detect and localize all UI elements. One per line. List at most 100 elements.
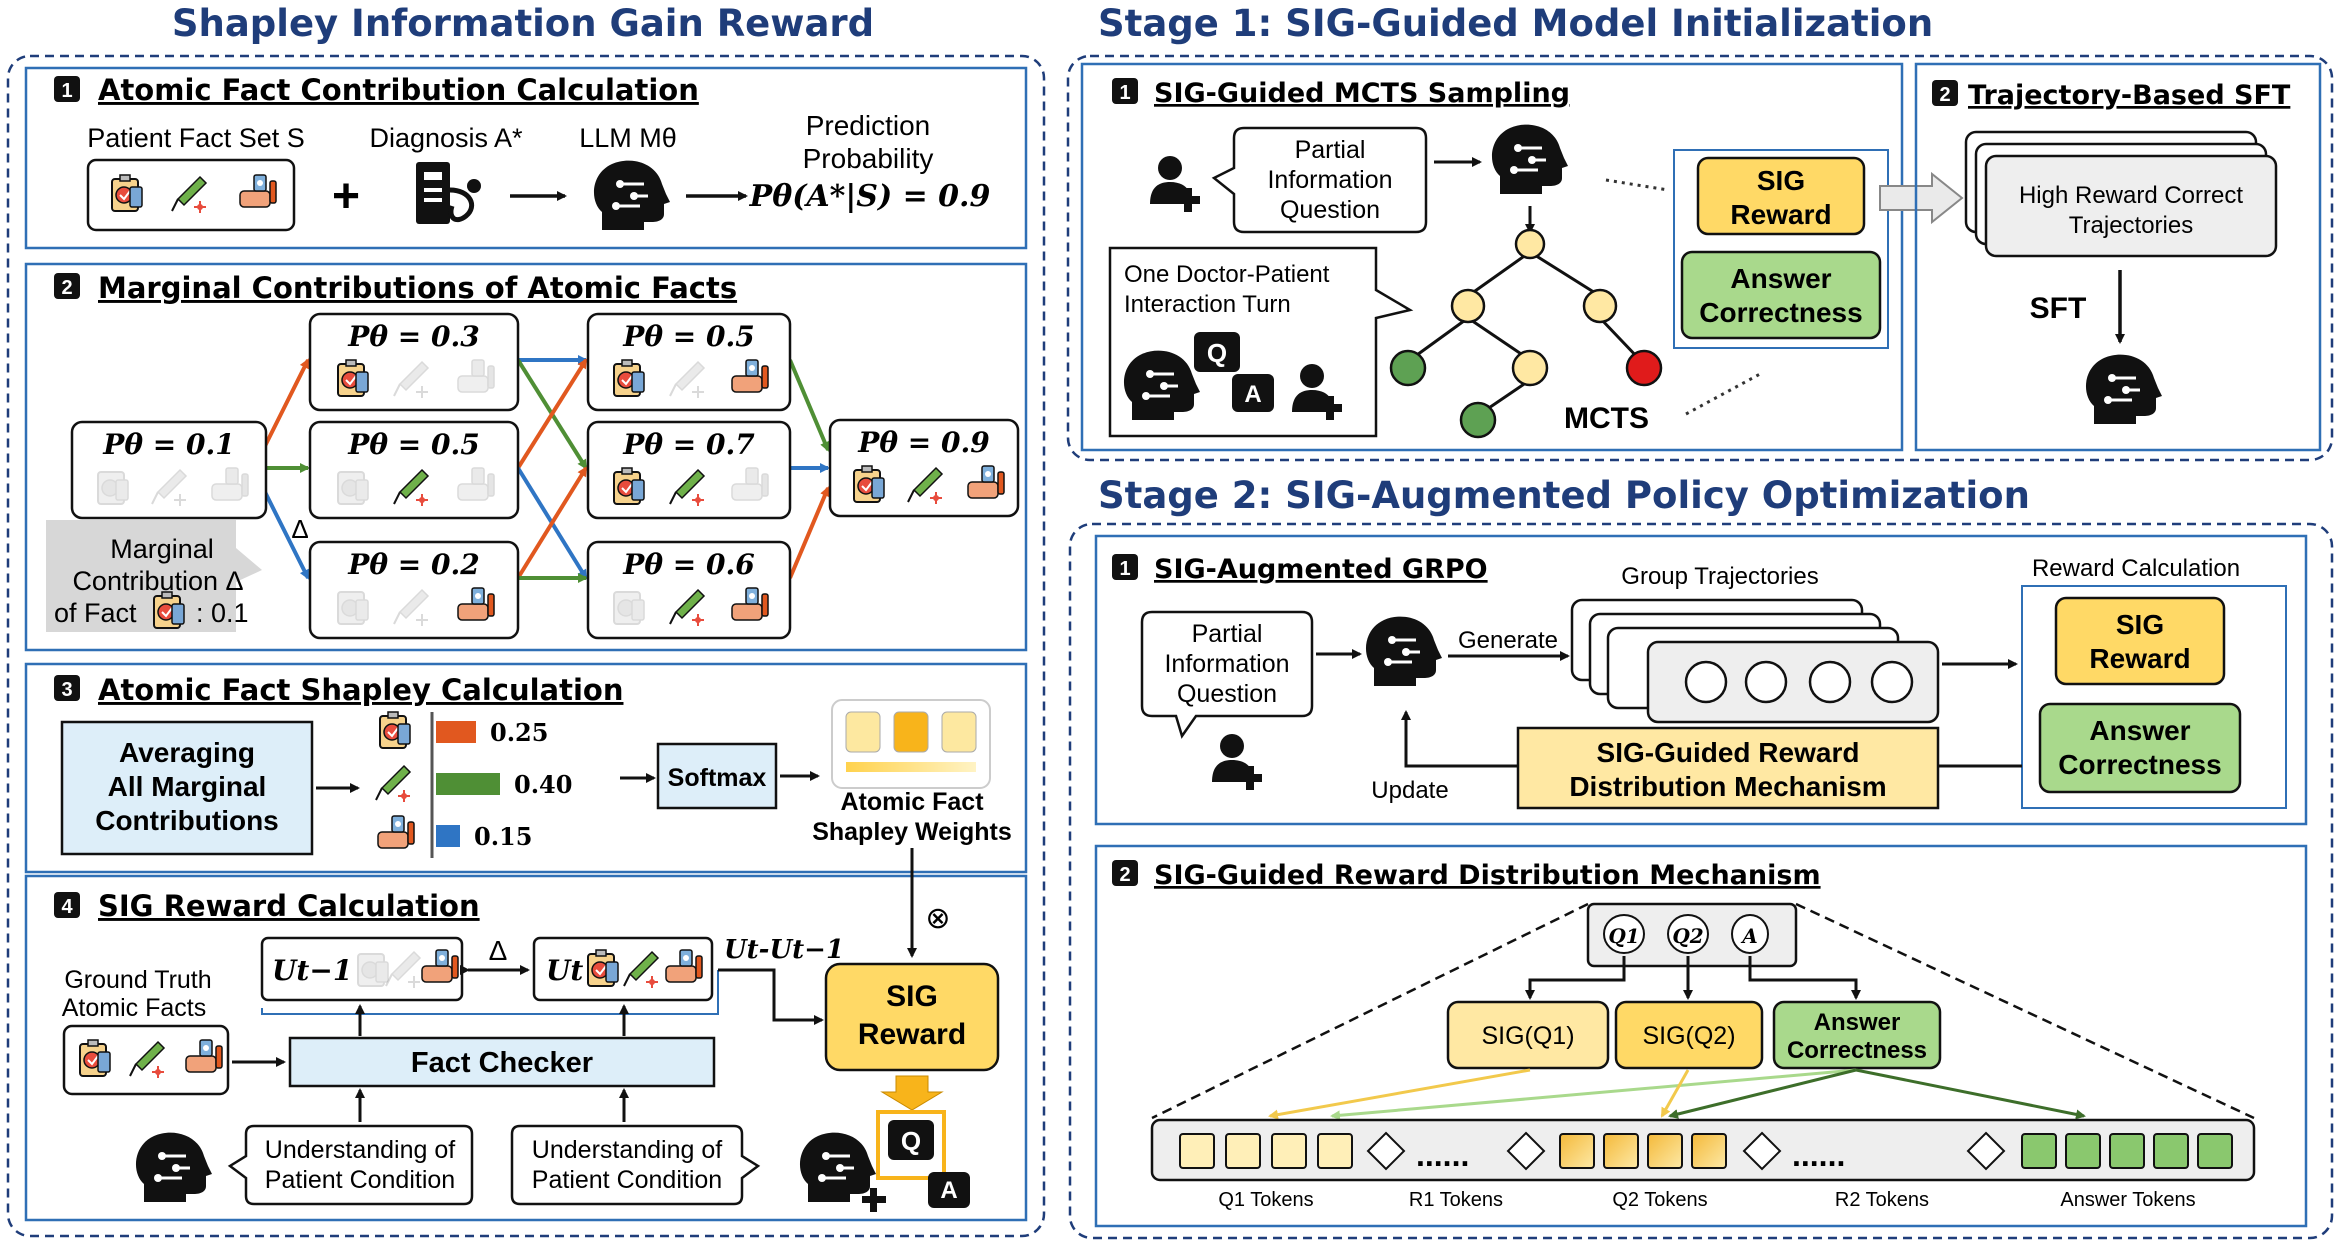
turn-q-bubble [1194, 332, 1240, 372]
softmax-box [656, 742, 778, 810]
plus-icon [862, 1188, 886, 1212]
q-bubble [888, 1120, 934, 1160]
seq-a: A [1740, 924, 1758, 948]
shapley-value-label: 0.25 [490, 718, 548, 747]
s2-box [24, 262, 1028, 652]
seq-q2: Q2 [1672, 924, 1703, 948]
s1-num: 1 [61, 80, 72, 102]
dist-answer-box [1772, 1000, 1942, 1070]
interaction-turn-line-2: Interaction Turn [1124, 291, 1291, 318]
grpo-num: 1 [1119, 558, 1130, 580]
averaging-line-3: Contributions [95, 805, 279, 836]
s2-num-badge [54, 273, 80, 299]
s3-num-badge [54, 675, 80, 701]
group-traj-circles [1684, 660, 1914, 704]
sft-box [1914, 62, 2322, 452]
grpo-num-badge [1112, 554, 1138, 580]
weights-label-2: Shapley Weights [812, 818, 1012, 846]
group-traj-front [1646, 640, 1940, 724]
qa-highlight-box [876, 1110, 946, 1180]
sft-model-head-icon [2084, 353, 2164, 426]
ground-truth-line-1: Ground Truth [64, 966, 211, 994]
mcts-num: 1 [1119, 82, 1130, 104]
answer-tokens-label: Answer Tokens [2060, 1189, 2195, 1211]
mechanism-line-2: Distribution Mechanism [1569, 771, 1886, 802]
arrow-update [1401, 710, 1518, 768]
dist-box [1094, 844, 2308, 1228]
s4-title: SIG Reward Calculation [98, 889, 480, 923]
mcts-sig-line-2: Reward [1730, 199, 1831, 230]
partial-info-line-1: Partial [1295, 136, 1366, 164]
s2-num: 2 [61, 277, 72, 299]
q1-tokens-label: Q1 Tokens [1218, 1189, 1313, 1211]
q1-tokens [1179, 1133, 1353, 1169]
callout-line-1: Marginal [110, 534, 214, 564]
svg-text:Pθ = 0.9: Pθ = 0.9 [857, 426, 989, 459]
lattice-node: Pθ = 0.9 [828, 418, 1020, 518]
llm-label: LLM Mθ [579, 123, 677, 153]
averaging-line-2: All Marginal [108, 771, 267, 802]
fact-checker-box [288, 1036, 716, 1088]
ut-diff-label: Ut-Ut−1 [724, 935, 844, 965]
q2-tokens [1559, 1133, 1727, 1169]
mcts-sig-line-1: SIG [1757, 165, 1805, 196]
understanding-1-line-2: Patient Condition [265, 1166, 455, 1194]
grpo-bubble [1140, 610, 1314, 739]
mechanism-line-1: SIG-Guided Reward [1597, 737, 1860, 768]
sig-q1-box [1446, 1000, 1610, 1070]
stage2-border [1068, 522, 2334, 1240]
understanding-bubble-2 [510, 1124, 761, 1206]
svg-text:Pθ = 0.1: Pθ = 0.1 [102, 428, 234, 461]
sig-reward-box-left [824, 962, 1000, 1072]
mcts-answer-line-2: Correctness [1699, 297, 1862, 328]
sig-q1-label: SIG(Q1) [1481, 1022, 1574, 1050]
grpo-sig-reward-box [2054, 596, 2226, 686]
mcts-box [1080, 62, 1904, 452]
arrow-seq-to-sigq1 [1525, 956, 1626, 1000]
dist-title: SIG-Guided Reward Distribution Mechanism [1154, 860, 1821, 891]
grpo-patient-icon [1212, 734, 1262, 790]
dist-num-badge [1112, 860, 1138, 886]
arrow-seq-to-answer [1748, 956, 1861, 1000]
grpo-answer-line-1: Answer [2089, 715, 2190, 746]
svg-text:Pθ = 0.6: Pθ = 0.6 [622, 548, 754, 581]
marginal-callout-box [46, 520, 262, 632]
otimes-symbol: ⊗ [925, 902, 950, 935]
mcts-model-head-icon [1490, 123, 1570, 196]
sig-q2-label: SIG(Q2) [1642, 1022, 1735, 1050]
grpo-title: SIG-Augmented GRPO [1154, 554, 1488, 585]
averaging-box [60, 720, 314, 856]
sft-title: Trajectory-Based SFT [1968, 80, 2291, 111]
dist-num: 2 [1119, 864, 1130, 886]
reward-flow-arrows [1268, 1068, 2086, 1121]
stage1-title: Stage 1: SIG-Guided Model Initialization [1098, 2, 1933, 45]
q-bubble-label: Q [901, 1126, 921, 1156]
group-trajectories-label: Group Trajectories [1621, 563, 1818, 590]
prediction-label-2: Probability [803, 143, 934, 174]
mcts-tree [1389, 206, 1663, 439]
fact-checker-label: Fact Checker [411, 1047, 593, 1079]
seq-circles [1603, 914, 1769, 954]
a-bubble-label: A [940, 1177, 957, 1204]
shapley-bar [436, 825, 460, 847]
traj-card-line-1: High Reward Correct [2019, 182, 2243, 209]
r2-token-end [1966, 1131, 2006, 1171]
svg-text:Pθ = 0.2: Pθ = 0.2 [347, 548, 479, 581]
lattice-node: Pθ = 0.1 [70, 420, 268, 520]
sig-reward-line-1: SIG [886, 980, 938, 1013]
sft-num: 2 [1939, 84, 1950, 106]
sft-num-badge [1932, 80, 1958, 106]
s2-title: Marginal Contributions of Atomic Facts [98, 271, 737, 305]
lattice-node: Pθ = 0.2 [308, 540, 520, 640]
patient-fact-set-label: Patient Fact Set S [87, 123, 305, 153]
policy-head-icon [1364, 615, 1444, 688]
partial-info-line-2: Information [1267, 166, 1392, 194]
lattice-node: Pθ = 0.5 [586, 312, 792, 412]
grpo-answer-line-2: Correctness [2058, 749, 2221, 780]
shapley-bar [436, 773, 500, 795]
s3-num: 3 [61, 679, 72, 701]
turn-q-label: Q [1207, 338, 1227, 368]
lattice-node: Pθ = 0.5 [308, 420, 520, 520]
prediction-label-1: Prediction [806, 110, 931, 141]
svg-text:Pθ = 0.7: Pθ = 0.7 [622, 428, 755, 461]
